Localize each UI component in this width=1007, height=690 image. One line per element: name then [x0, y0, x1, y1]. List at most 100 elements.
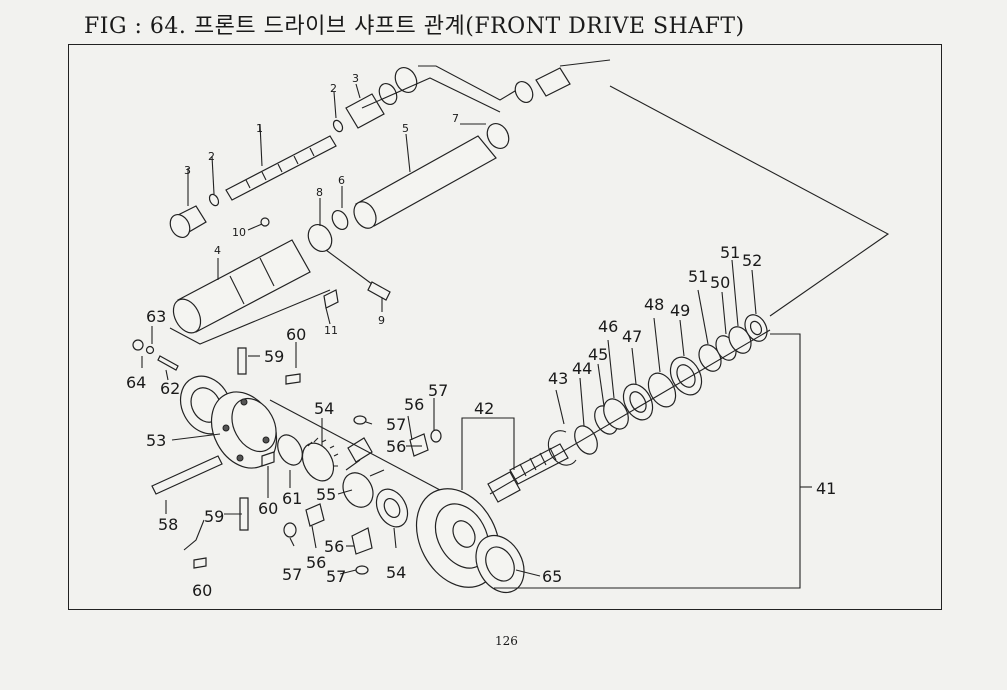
callout-57: 57 — [326, 567, 346, 586]
diagram-frame — [68, 44, 942, 610]
callout-53: 53 — [146, 431, 166, 450]
part-60-pin-lower — [193, 557, 207, 569]
part-56-pinion-gear-right — [409, 433, 429, 457]
callout-2: 2 — [208, 150, 215, 163]
page-number: 126 — [495, 634, 518, 648]
leader-lines — [141, 83, 757, 577]
part-60-pin-upper — [285, 373, 301, 385]
callout-59: 59 — [204, 507, 224, 526]
part-43-snap-ring — [547, 430, 577, 466]
callout-50: 50 — [710, 273, 730, 292]
callout-57: 57 — [282, 565, 302, 584]
part-55-pinion-shaft-block — [342, 459, 385, 508]
callout-61: 61 — [282, 489, 302, 508]
part-9-bolt — [367, 281, 391, 301]
upper-shaft-assembly — [169, 59, 611, 345]
part-53-case-half — [210, 391, 278, 469]
callout-8: 8 — [316, 186, 323, 199]
part-65-bearing — [475, 534, 525, 594]
part-11-bracket — [323, 289, 339, 309]
part-62-screw — [157, 355, 179, 371]
part-63-washer — [145, 345, 155, 355]
differential-case-assembly — [132, 339, 525, 594]
part-46-bearing — [603, 398, 629, 430]
part-4-boot-tube — [169, 239, 331, 345]
part-10-bolt — [260, 217, 270, 227]
callout-labels: 1 2 2 3 3 4 5 6 7 8 9 10 11 63 64 62 60 … — [126, 72, 836, 600]
part-61-thrust-washer — [277, 434, 303, 466]
part-54-side-gear-left — [301, 437, 339, 482]
callout-44: 44 — [572, 359, 592, 378]
callout-55: 55 — [316, 485, 336, 504]
callout-65: 65 — [542, 567, 562, 586]
part-57-washer-right — [430, 429, 442, 443]
part-6-ring — [331, 209, 349, 231]
callout-56: 56 — [386, 437, 406, 456]
part-5-outer-tube — [353, 135, 497, 229]
part-57-washer-bottom — [355, 565, 369, 575]
part-57-washer-left — [283, 522, 297, 538]
callout-59: 59 — [264, 347, 284, 366]
callout-57: 57 — [428, 381, 448, 400]
connection-guide-lines — [494, 85, 890, 589]
callout-48: 48 — [644, 295, 664, 314]
part-44-shim — [574, 425, 598, 455]
callout-1: 1 — [256, 122, 263, 135]
part-58-pin — [151, 455, 223, 495]
part-3-yoke-right — [345, 82, 398, 129]
callout-42: 42 — [474, 399, 494, 418]
part-3-yoke-left — [169, 205, 207, 239]
callout-60: 60 — [192, 581, 212, 600]
part-8-clamp — [307, 224, 381, 291]
callout-63: 63 — [146, 307, 166, 326]
part-56-pinion-gear-top — [347, 437, 373, 463]
callout-57: 57 — [386, 415, 406, 434]
part-57-washer-top — [353, 415, 367, 425]
callout-10: 10 — [232, 226, 246, 239]
callout-45: 45 — [588, 345, 608, 364]
callout-46: 46 — [598, 317, 618, 336]
part-2-snap-ring-right — [332, 119, 344, 133]
universal-joint-upper — [394, 59, 611, 104]
callout-11: 11 — [324, 324, 338, 337]
callout-54: 54 — [314, 399, 334, 418]
callout-51: 51 — [720, 243, 740, 262]
callout-49: 49 — [670, 301, 690, 320]
callout-64: 64 — [126, 373, 146, 392]
callout-56: 56 — [404, 395, 424, 414]
callout-43: 43 — [548, 369, 568, 388]
callout-52: 52 — [742, 251, 762, 270]
part-49-bearing — [669, 356, 703, 396]
callout-3: 3 — [184, 164, 191, 177]
pinion-shaft-assembly — [487, 314, 771, 503]
callout-9: 9 — [378, 314, 385, 327]
part-1-spline-shaft — [225, 135, 337, 201]
callout-54: 54 — [386, 563, 406, 582]
part-54-side-gear-right — [375, 488, 409, 528]
callout-60: 60 — [286, 325, 306, 344]
callout-58: 58 — [158, 515, 178, 534]
figure-title: FIG : 64. 프론트 드라이브 샤프트 관계(FRONT DRIVE SH… — [84, 14, 745, 39]
part-60-pin-mid — [261, 451, 275, 467]
part-56-pinion-gear-left — [305, 503, 325, 527]
callout-6: 6 — [338, 174, 345, 187]
callout-56: 56 — [324, 537, 344, 556]
part-7-ring — [486, 122, 510, 150]
callout-4: 4 — [214, 244, 221, 257]
part-47-bearing — [622, 383, 654, 421]
part-48-collar — [647, 372, 677, 408]
part-2-snap-ring-left — [208, 193, 220, 207]
part-64-nut — [132, 339, 144, 351]
part-42-drive-pinion — [487, 443, 569, 503]
callout-7: 7 — [452, 112, 459, 125]
callout-2: 2 — [330, 82, 337, 95]
callout-41: 41 — [816, 479, 836, 498]
callout-62: 62 — [160, 379, 180, 398]
part-56-pinion-gear-bottom — [351, 527, 373, 555]
callout-60: 60 — [258, 499, 278, 518]
callout-47: 47 — [622, 327, 642, 346]
callout-5: 5 — [402, 122, 409, 135]
callout-3: 3 — [352, 72, 359, 85]
callout-56: 56 — [306, 553, 326, 572]
